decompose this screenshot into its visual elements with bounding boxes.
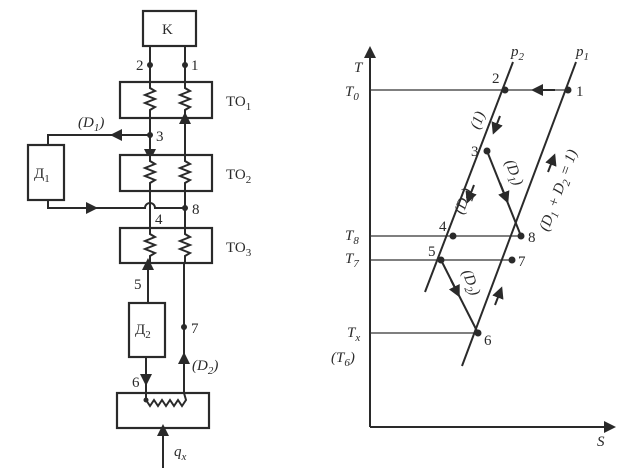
label-t6: (T6) bbox=[331, 350, 355, 369]
point-6 bbox=[474, 329, 482, 337]
flow-label-d2: (D2) bbox=[192, 358, 218, 377]
ts-label-2: 2 bbox=[492, 71, 500, 87]
label-point-4: 4 bbox=[155, 212, 163, 228]
heat-exchanger-to2 bbox=[118, 153, 214, 193]
coil-to3-right bbox=[177, 228, 193, 263]
expander-d1 bbox=[26, 143, 66, 202]
coil-to1-left bbox=[142, 82, 158, 118]
label-t8: T8 bbox=[345, 228, 359, 247]
label-t7: T7 bbox=[345, 251, 359, 270]
ts-label-4: 4 bbox=[439, 219, 447, 235]
label-point-7: 7 bbox=[191, 321, 199, 337]
heat-exchanger-to1 bbox=[118, 80, 214, 120]
isobar-p1 bbox=[461, 61, 577, 367]
arrow-5-to-6 bbox=[448, 279, 460, 298]
point-7 bbox=[508, 256, 516, 264]
compressor-label: K bbox=[162, 22, 173, 38]
node-7 bbox=[181, 324, 187, 330]
arrow-3-to-4 bbox=[465, 184, 477, 204]
point-2 bbox=[501, 86, 509, 94]
label-point-6: 6 bbox=[132, 375, 140, 391]
ts-diagram: T S T0 T8 T7 Tx (T6) p2 p1 bbox=[331, 44, 616, 450]
label-d2: Д2 bbox=[135, 322, 151, 341]
coil-to2-left bbox=[142, 155, 158, 191]
flow-label-d1: (D1) bbox=[78, 115, 104, 134]
coil-to1-right bbox=[177, 82, 193, 118]
ts-label-8: 8 bbox=[528, 230, 536, 246]
coil-load bbox=[145, 392, 188, 408]
node-8 bbox=[182, 205, 188, 211]
point-4 bbox=[449, 232, 457, 240]
process-label-1: (1) bbox=[468, 109, 489, 131]
t-axis-label: T bbox=[354, 60, 364, 76]
node-1 bbox=[182, 62, 188, 68]
label-to1: TO1 bbox=[226, 94, 251, 113]
label-point-3: 3 bbox=[156, 129, 164, 145]
process-label-d2-lower: (D2) bbox=[456, 268, 483, 300]
process-label-d1: (D1) bbox=[499, 158, 526, 190]
label-tx: Tx bbox=[347, 325, 360, 344]
process-label-d2-upper: (D2) bbox=[452, 186, 479, 217]
arrow-6-to-7 bbox=[492, 286, 504, 306]
line-d1-to-8 bbox=[47, 200, 185, 209]
process-label-sum: (D1 + D2 = 1) bbox=[537, 148, 584, 235]
label-d1: Д1 bbox=[34, 166, 50, 185]
label-t0: T0 bbox=[345, 84, 359, 103]
arrow-2-to-3 bbox=[491, 115, 503, 135]
s-axis-label: S bbox=[597, 434, 605, 450]
coil-to3-left bbox=[142, 228, 158, 263]
node-6 bbox=[143, 397, 149, 403]
node-2 bbox=[147, 62, 153, 68]
coil-to2-right bbox=[177, 155, 193, 191]
schematic: K 2 1 TO1 3 (D1) Д1 TO2 8 bbox=[26, 9, 252, 468]
label-to3: TO3 bbox=[226, 240, 252, 259]
label-point-8: 8 bbox=[192, 202, 200, 218]
point-8 bbox=[517, 232, 525, 240]
heat-input-label: qx bbox=[174, 444, 187, 463]
arrow-8-to-1 bbox=[545, 153, 557, 173]
label-p2: p2 bbox=[510, 44, 525, 63]
label-to2: TO2 bbox=[226, 167, 251, 186]
ts-label-5: 5 bbox=[428, 244, 436, 260]
heat-exchanger-to3 bbox=[118, 226, 214, 265]
load-heat-exchanger bbox=[115, 391, 211, 430]
compressor-box bbox=[141, 9, 198, 48]
line-3-to-d1 bbox=[47, 134, 150, 145]
ts-label-3: 3 bbox=[471, 144, 479, 160]
ts-label-7: 7 bbox=[518, 254, 526, 270]
ts-label-1: 1 bbox=[576, 84, 584, 100]
point-3 bbox=[483, 147, 491, 155]
point-1 bbox=[564, 86, 572, 94]
label-p1: p1 bbox=[575, 44, 589, 63]
arrow-3-to-8 bbox=[498, 182, 510, 204]
label-point-2: 2 bbox=[136, 58, 144, 74]
ts-label-6: 6 bbox=[484, 333, 492, 349]
point-5 bbox=[437, 256, 445, 264]
isobar-p2 bbox=[424, 61, 514, 293]
label-point-1: 1 bbox=[191, 58, 199, 74]
label-point-5: 5 bbox=[134, 277, 142, 293]
